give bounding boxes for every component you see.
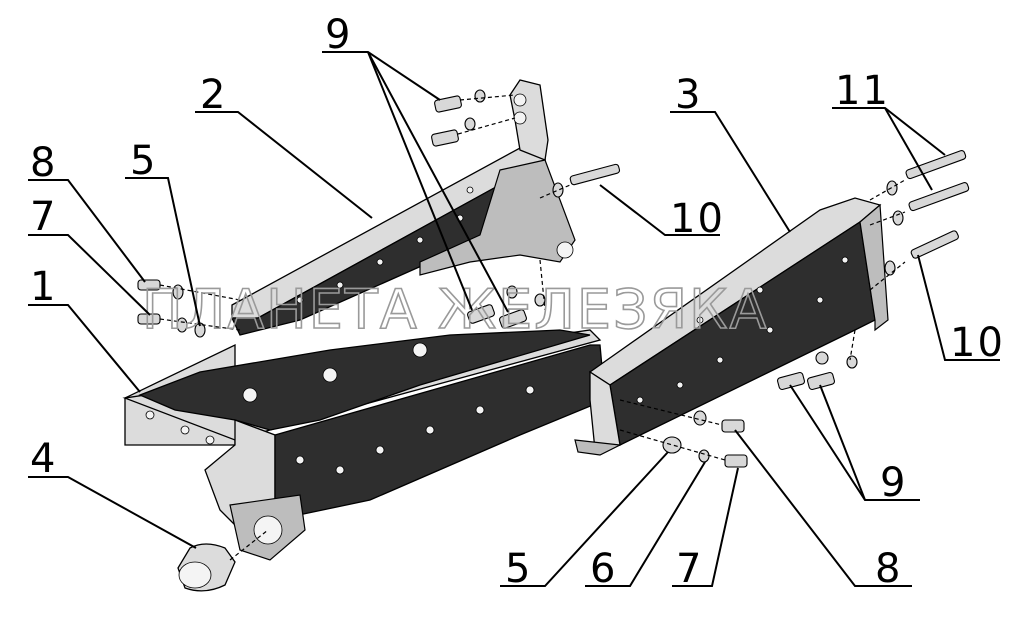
callout-5-bottom: 5: [505, 546, 532, 592]
fasteners: [137, 89, 970, 561]
callout-labels: 1 2 3 4 5 5 6 7 7 8 8 9 9 10 10 11: [30, 12, 1005, 592]
callout-4: 4: [30, 436, 57, 482]
callout-9-top: 9: [325, 12, 352, 58]
callout-3: 3: [675, 72, 702, 118]
callout-10-right: 10: [950, 320, 1005, 366]
callout-8-left: 8: [30, 140, 57, 186]
callout-2: 2: [200, 72, 227, 118]
part-1-frame: [122, 329, 606, 561]
callout-6: 6: [590, 546, 617, 592]
part-2-bracket: [230, 79, 576, 336]
callout-7-left: 7: [30, 194, 57, 240]
callout-10-upper: 10: [670, 196, 725, 242]
callout-11: 11: [835, 68, 890, 114]
callout-8-bottom: 8: [875, 546, 902, 592]
callout-1: 1: [30, 264, 57, 310]
part-4-bushing: [177, 543, 236, 592]
callout-9-right: 9: [880, 460, 907, 506]
part-3-bracket: [574, 197, 889, 456]
watermark: ПЛАНЕТА ЖЕЛЕЗЯКА: [142, 278, 768, 341]
callout-5-left: 5: [130, 138, 157, 184]
leader-lines: [28, 51, 1000, 587]
callout-7-bottom: 7: [676, 546, 703, 592]
